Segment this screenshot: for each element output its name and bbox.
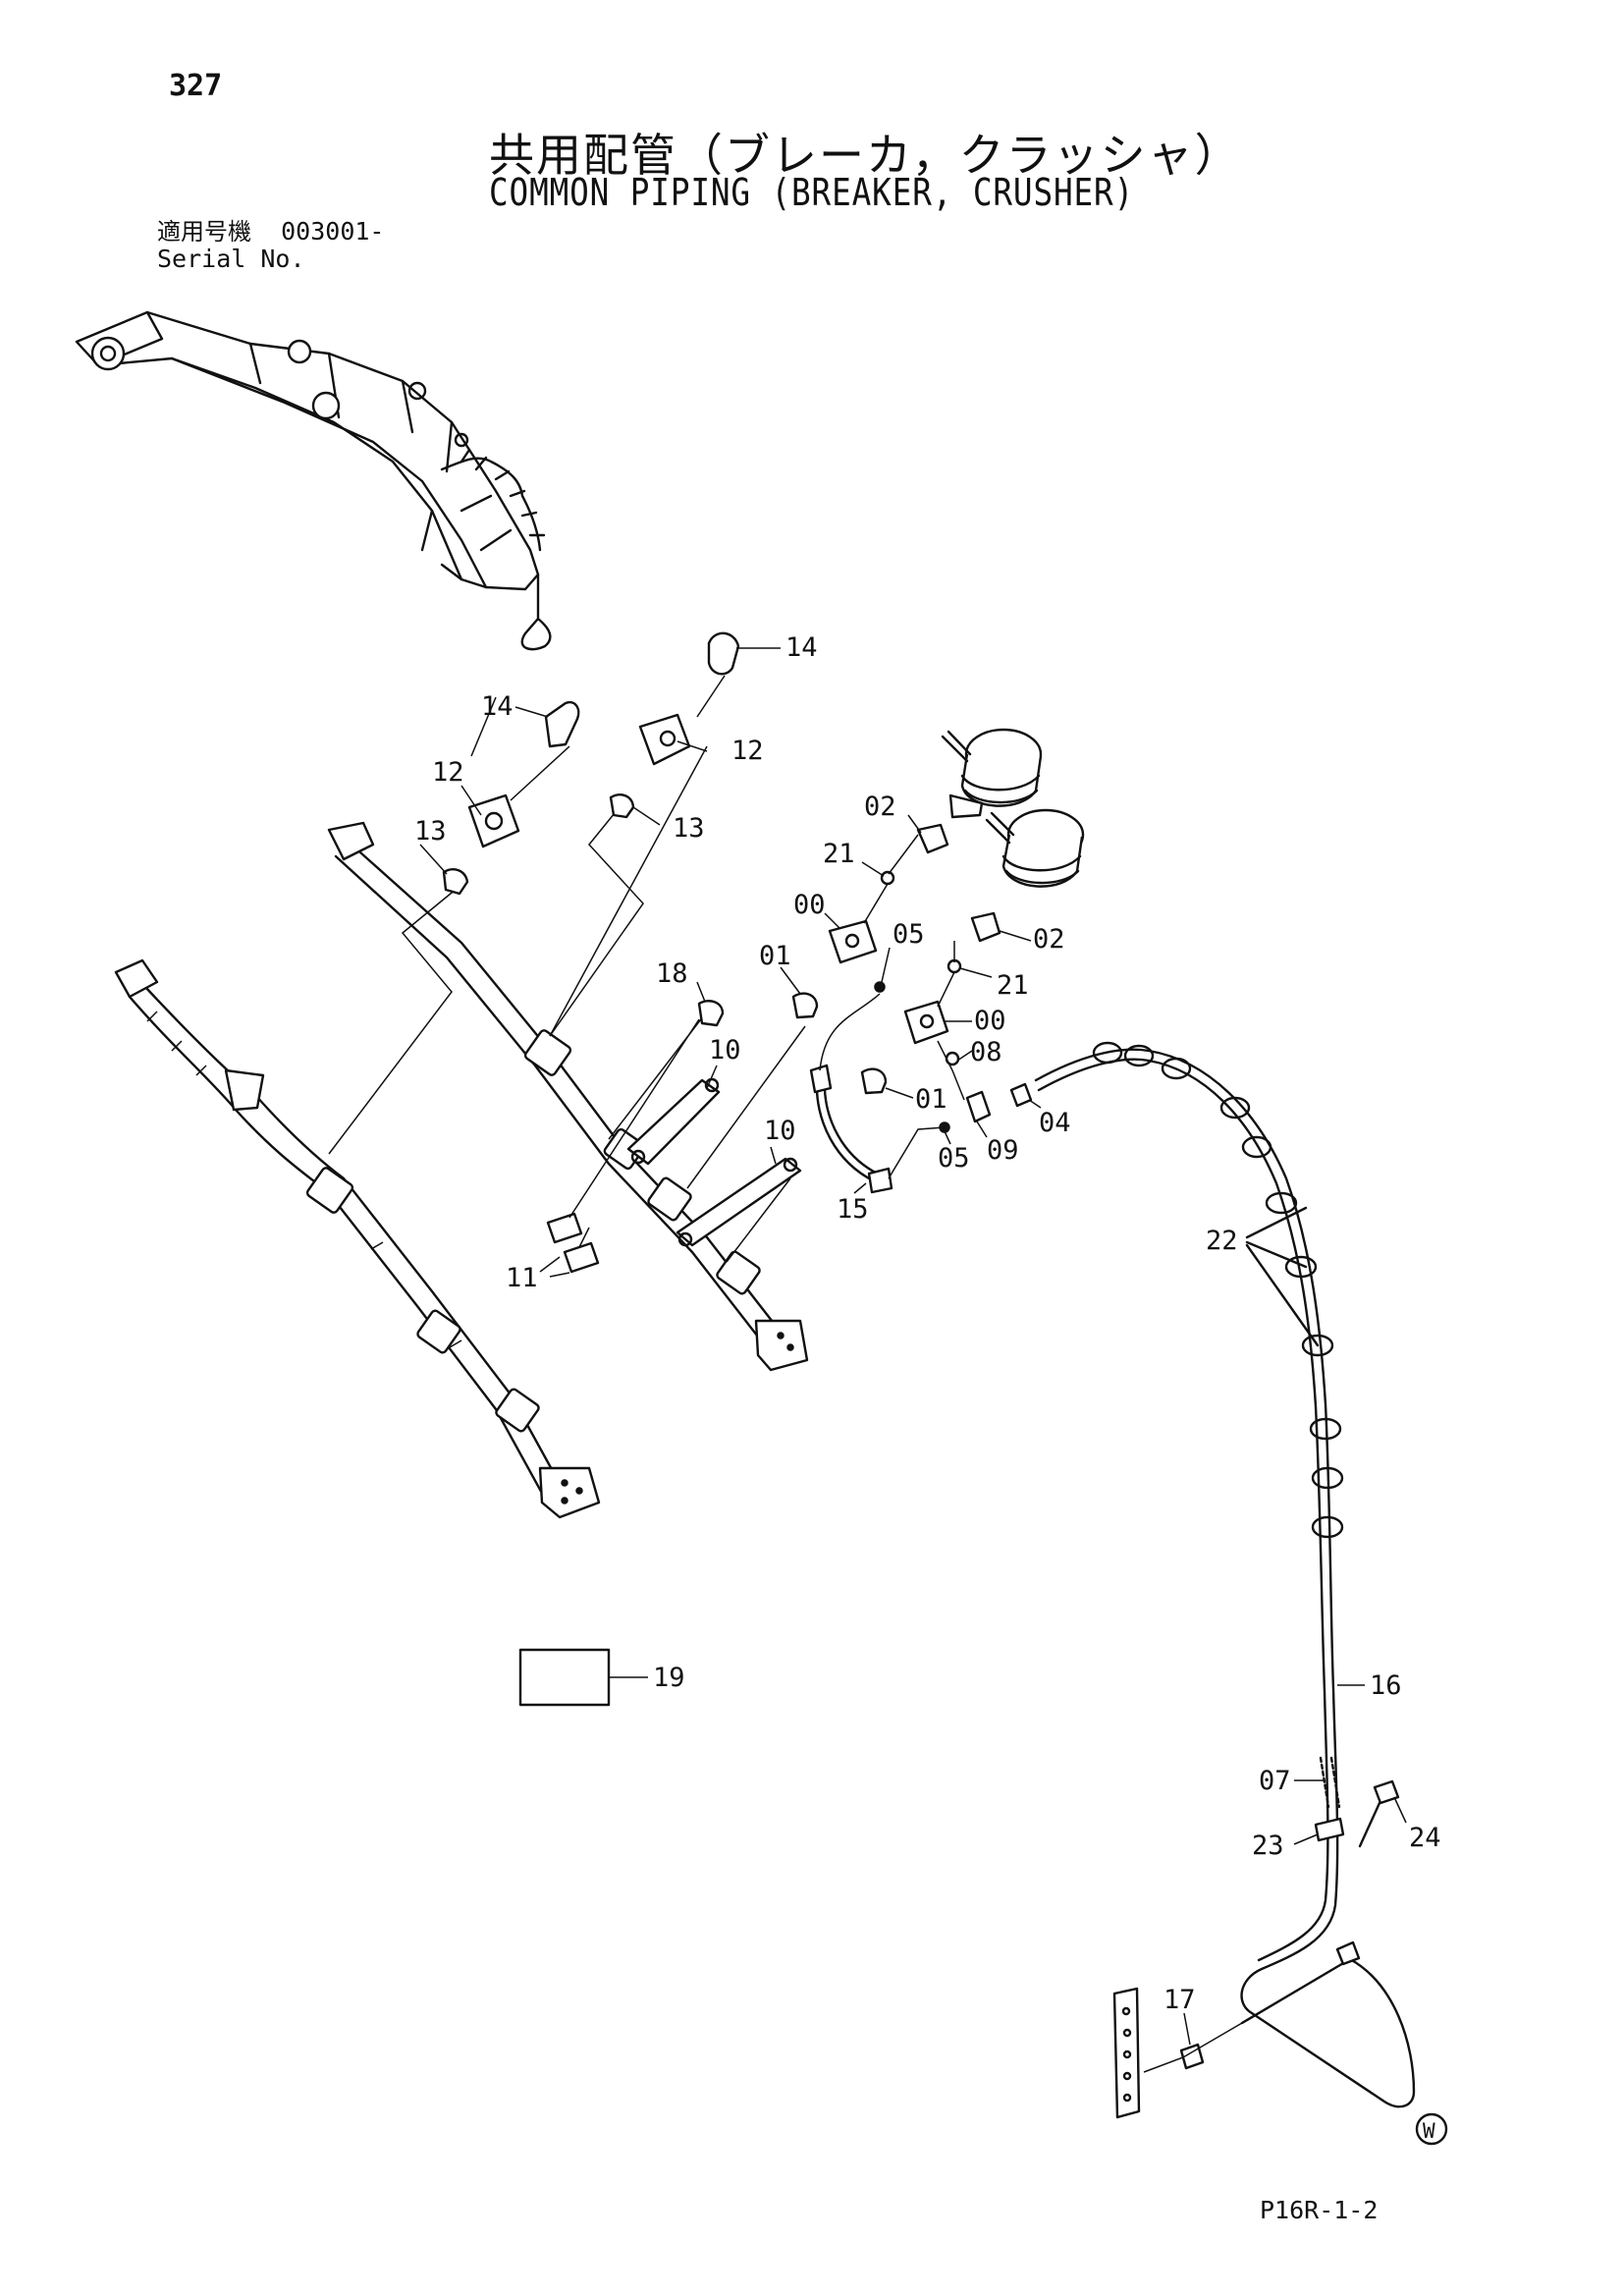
part-02-upper (916, 823, 949, 854)
label-07: 07 (1259, 1766, 1291, 1796)
part-04 (1009, 1082, 1033, 1108)
label-10-upper: 10 (709, 1035, 741, 1066)
leader-lines (419, 647, 1407, 2046)
part-12-left (467, 793, 520, 848)
page-number: 327 (169, 69, 223, 103)
label-05-lower: 05 (938, 1143, 970, 1174)
label-05-upper: 05 (893, 919, 925, 950)
label-01-upper: 01 (759, 941, 791, 971)
long-pipe-16 (1034, 1041, 1416, 2119)
label-16: 16 (1370, 1670, 1402, 1701)
figure-code: P16R-1-2 (1260, 2196, 1379, 2224)
label-plate-19 (518, 1648, 611, 1707)
pipe-assembly-middle (327, 821, 809, 1372)
label-00-upper: 00 (793, 890, 826, 920)
clamp-parts (442, 631, 740, 896)
label-19: 19 (653, 1663, 685, 1693)
part-10-left (626, 1078, 721, 1166)
serial-label-japanese: 適用号機 (157, 218, 251, 246)
label-04: 04 (1039, 1108, 1071, 1138)
label-13-left: 13 (414, 816, 447, 847)
boom-illustration (75, 310, 552, 651)
part-13-right (609, 793, 635, 819)
serial-number-block: 適用号機 003001- Serial No. (157, 218, 384, 272)
part-00-upper (828, 919, 878, 964)
part-05-upper (874, 981, 886, 993)
label-18: 18 (656, 958, 688, 989)
part-11-upper (546, 1212, 583, 1244)
label-23: 23 (1252, 1831, 1284, 1861)
label-14-upper: 14 (785, 632, 818, 663)
part-01-lower (860, 1067, 888, 1095)
label-12-upper: 12 (731, 736, 764, 766)
part-14-left (544, 700, 580, 748)
label-21-lower: 21 (997, 970, 1029, 1001)
serial-label-english: Serial No. (157, 245, 305, 273)
part-12-upper (638, 713, 691, 766)
part-01-upper (791, 992, 819, 1019)
label-10-lower: 10 (764, 1116, 796, 1146)
label-02-upper: 02 (864, 792, 896, 822)
connection-lines (328, 696, 806, 1268)
part-02-lower (970, 911, 1001, 943)
part-21-upper (880, 870, 895, 886)
label-02-lower: 02 (1033, 924, 1065, 955)
label-24: 24 (1409, 1823, 1441, 1853)
serial-value: 003001- (281, 217, 385, 246)
part-labels: 14 14 12 12 13 13 02 02 21 21 00 00 01 0… (414, 632, 1441, 2015)
label-00-lower: 00 (974, 1006, 1006, 1036)
part-11-lower (563, 1241, 600, 1274)
hose-15 (809, 993, 965, 1194)
label-12-left: 12 (432, 757, 464, 788)
label-09: 09 (987, 1135, 1019, 1166)
part-09 (965, 1090, 992, 1123)
mark-w: W (1415, 2112, 1448, 2146)
part-00-lower (903, 1000, 949, 1045)
part-10-right (676, 1157, 802, 1247)
mark-w-text: W (1423, 2119, 1435, 2143)
label-15: 15 (837, 1194, 869, 1225)
title-japanese: 共用配管（ブレーカ，クラッシャ） (489, 129, 1242, 182)
valve-assemblies (697, 728, 1085, 1133)
part-14-upper (707, 631, 740, 676)
label-14-left: 14 (481, 691, 514, 722)
title-english: COMMON PIPING (BREAKER, CRUSHER) (489, 171, 1135, 214)
brackets (546, 1018, 802, 1278)
label-17: 17 (1163, 1985, 1196, 2015)
label-21-upper: 21 (823, 839, 855, 869)
label-01-lower: 01 (915, 1084, 947, 1115)
label-11: 11 (506, 1263, 538, 1293)
label-22: 22 (1206, 1226, 1238, 1256)
label-13-right: 13 (673, 813, 705, 844)
part-18 (697, 1000, 725, 1027)
label-08: 08 (970, 1037, 1002, 1067)
pipe-assembly-long (114, 958, 601, 1519)
part-13-left (442, 868, 469, 896)
